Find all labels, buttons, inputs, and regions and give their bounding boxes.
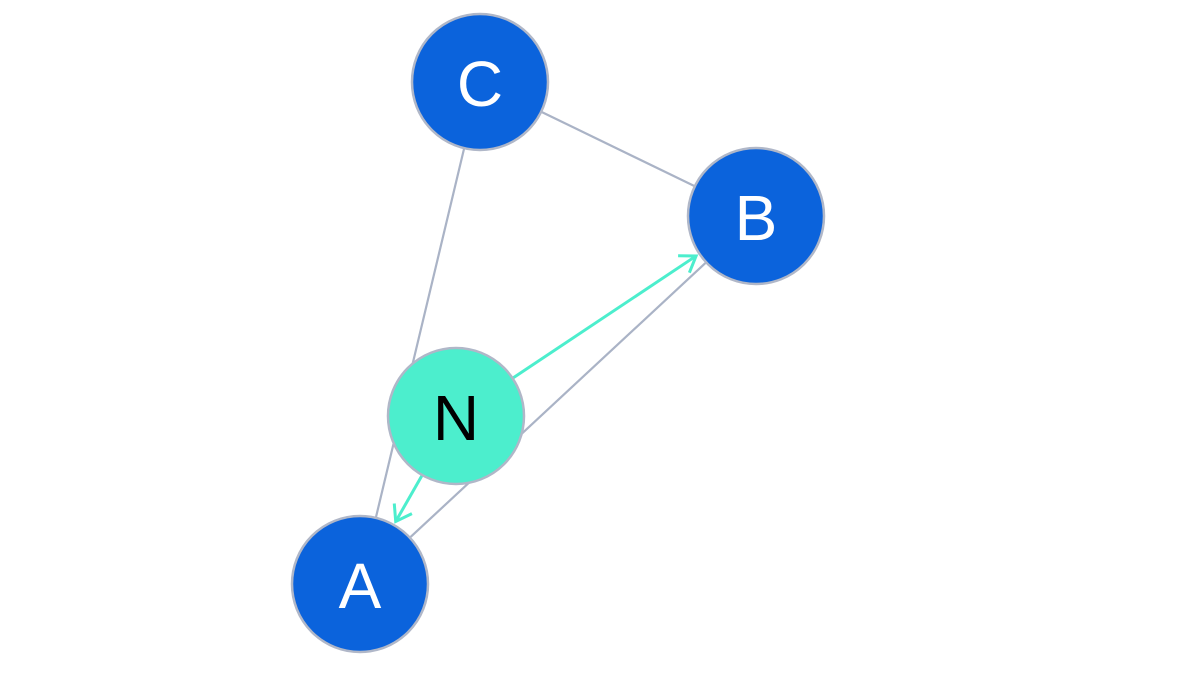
node-b: B xyxy=(686,146,826,286)
node-c: C xyxy=(410,12,550,152)
edge-c-a xyxy=(374,147,466,519)
node-circle xyxy=(386,346,526,486)
edge-n-a xyxy=(392,474,424,524)
edge-line xyxy=(409,261,707,539)
node-a: A xyxy=(290,514,430,654)
node-circle xyxy=(410,12,550,152)
edge-line xyxy=(540,110,696,188)
node-label: A xyxy=(339,550,382,622)
edge-n-b xyxy=(511,254,699,380)
node-label: N xyxy=(433,382,479,454)
edge-line xyxy=(511,254,697,380)
edge-line xyxy=(394,474,424,523)
edge-c-b xyxy=(540,110,696,188)
edge-b-a xyxy=(409,261,707,539)
node-circle xyxy=(686,146,826,286)
arrowhead-icon xyxy=(392,503,413,524)
edge-line xyxy=(374,147,466,519)
arrowhead-icon xyxy=(678,254,699,274)
nodes-layer: C B N A xyxy=(290,12,826,654)
node-label: C xyxy=(457,48,503,120)
node-n: N xyxy=(386,346,526,486)
edges-layer xyxy=(374,110,707,539)
node-label: B xyxy=(735,182,778,254)
node-circle xyxy=(290,514,430,654)
